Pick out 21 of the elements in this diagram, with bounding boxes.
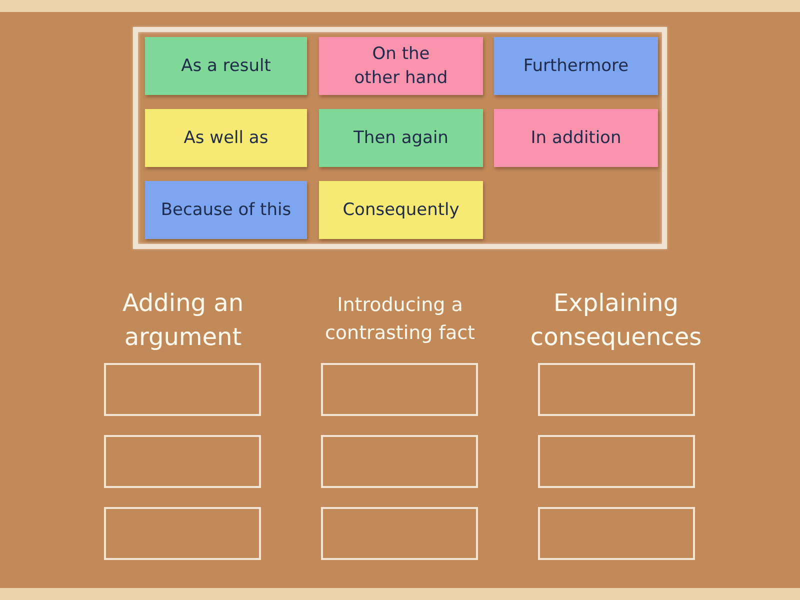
answer-box [321, 363, 478, 416]
answer-box [321, 507, 478, 560]
column-heading: Adding an argument [121, 288, 245, 353]
answer-box [104, 435, 261, 488]
column-heading: Introducing a contrasting fact [324, 293, 476, 346]
sticky-note: Because of this [145, 181, 307, 239]
sticky-note: Furthermore [494, 37, 658, 95]
sticky-note: As a result [145, 37, 307, 95]
sticky-note: Consequently [319, 181, 483, 239]
answer-box [538, 507, 695, 560]
card-tray [133, 27, 667, 249]
answer-box [104, 363, 261, 416]
answer-box [538, 435, 695, 488]
answer-box [104, 507, 261, 560]
sticky-note: As well as [145, 109, 307, 167]
sticky-note: On the other hand [319, 37, 483, 95]
answer-box [538, 363, 695, 416]
sticky-note: In addition [494, 109, 658, 167]
column-heading: Explaining consequences [529, 288, 703, 353]
sticky-note: Then again [319, 109, 483, 167]
answer-box [321, 435, 478, 488]
